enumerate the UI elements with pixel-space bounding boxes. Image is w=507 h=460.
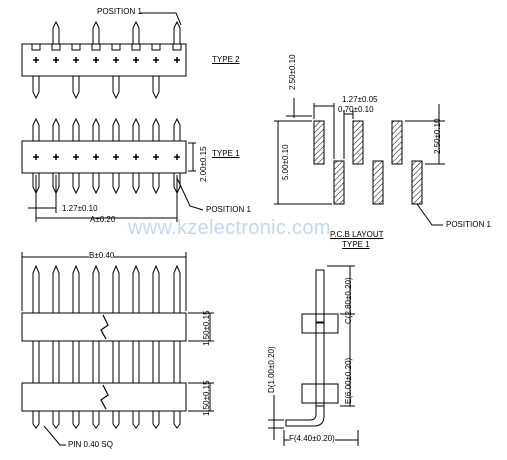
type1-pin: [152, 117, 160, 195]
label-position-mid: POSITION 1: [206, 205, 251, 214]
type1-pin: [92, 117, 100, 195]
position-leader-top: [140, 12, 182, 26]
type2-pin: [31, 43, 41, 100]
side-view-header: [21, 252, 214, 446]
label-dim-d: D(1.00±0.20): [267, 346, 276, 393]
type2-pin: [131, 20, 141, 63]
label-dim-2-00: 2.00±0.15: [199, 146, 208, 182]
watermark: www.kzelectronic.com: [128, 217, 331, 239]
label-dim-1-27: 1.27±0.10: [62, 204, 98, 213]
label-pcb-layout: P.C.B LAYOUT: [330, 230, 384, 239]
type2-pin: [172, 20, 182, 63]
label-pcb-1-27: 1.27±0.05: [342, 95, 378, 104]
side-view-pin: [112, 264, 120, 429]
label-dim-1-50-bot: 1.50±0.15: [202, 380, 211, 416]
type1-pin: [132, 117, 140, 195]
label-pin: PIN 0.40 SQ: [68, 440, 113, 449]
label-dim-a: A±0.20: [90, 215, 116, 224]
label-type1: TYPE 1: [212, 149, 240, 158]
type2-pin: [51, 20, 61, 63]
type1-pin: [112, 117, 120, 195]
type2-header-view: [21, 20, 187, 100]
side-view-pin: [173, 264, 181, 429]
side-view-pin: [152, 264, 160, 429]
label-pcb-5-00: 5.00±0.10: [281, 144, 290, 180]
side-view-pin: [72, 264, 80, 429]
label-dim-c: C(2.80±0.20): [344, 277, 353, 324]
type2-pin: [71, 43, 81, 100]
side-view-pin: [52, 264, 60, 429]
label-dim-1-50-top: 1.50±0.15: [202, 310, 211, 346]
label-pcb-2-50-right: 2.50±0.10: [433, 118, 442, 154]
label-type2: TYPE 2: [212, 55, 240, 64]
profile-view: [268, 265, 359, 446]
label-pcb-2-50-top: 2.50±0.10: [288, 54, 297, 90]
label-pcb-type1: TYPE 1: [342, 240, 370, 249]
label-position-right: POSITION 1: [446, 220, 491, 229]
side-view-pin: [92, 264, 100, 429]
side-view-pin: [132, 264, 140, 429]
type2-pin: [151, 43, 161, 100]
label-position-top: POSITION 1: [97, 7, 142, 16]
type2-pin: [91, 20, 101, 63]
label-dim-e: E(6.00±0.20): [344, 357, 353, 404]
label-dim-f: F(4.40±0.20): [289, 434, 335, 443]
type1-pin: [72, 117, 80, 195]
type2-pin: [111, 43, 121, 100]
pcb-layout: [274, 98, 445, 226]
label-dim-b: B±0.40: [89, 251, 115, 260]
side-view-pin: [32, 264, 40, 429]
type1-header-view: [21, 117, 204, 222]
label-pcb-0-70: 0.70±0.10: [338, 105, 374, 114]
